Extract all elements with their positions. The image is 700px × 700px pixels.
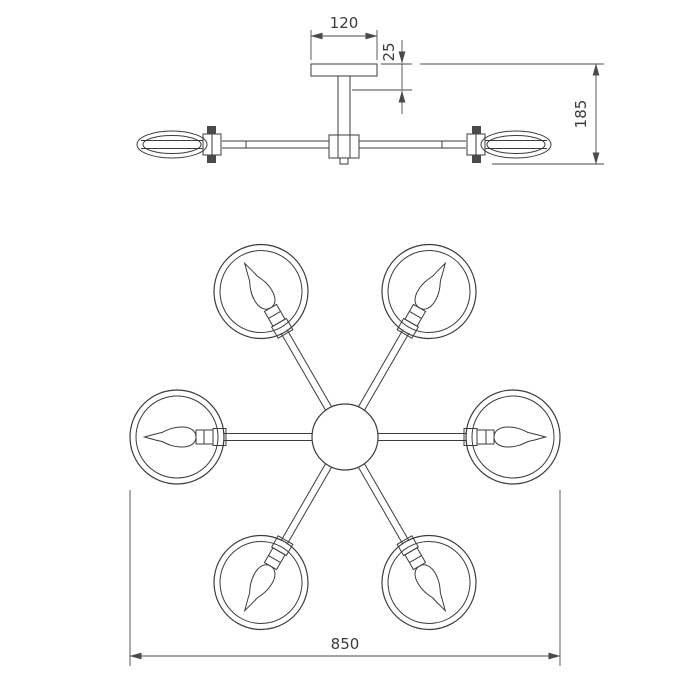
right-arm: [359, 140, 466, 149]
center-hub: [311, 403, 379, 471]
left-shade-side: [136, 126, 222, 163]
plan-arm-unit: [320, 441, 494, 648]
plan-arm-unit: [196, 226, 370, 433]
plan-arm-unit: [196, 441, 370, 648]
plan-arm-unit: [320, 226, 494, 433]
stem: [337, 75, 351, 136]
dim-total-diameter-label: 850: [331, 635, 360, 653]
dimension-plate-width: 120: [310, 14, 378, 60]
shade-screw: [472, 126, 481, 134]
central-body: [328, 134, 360, 165]
right-shade-side: [466, 126, 552, 163]
plan-arm-unit: [129, 389, 313, 485]
shade-screw: [472, 155, 481, 163]
plan-view: 850: [129, 226, 561, 666]
side-elevation-view: 120 25 185: [136, 14, 604, 165]
shade-screw: [207, 155, 216, 163]
dim-plate-width-label: 120: [330, 14, 359, 32]
dimension-total-height: 185: [420, 63, 604, 165]
plan-arm-unit: [377, 389, 561, 485]
left-arm: [222, 140, 329, 149]
dim-total-height-label: 185: [572, 100, 590, 129]
dim-canopy-height-label: 25: [380, 42, 398, 61]
ceiling-plate: [310, 63, 378, 77]
dimension-canopy-height: 25: [352, 40, 412, 114]
dimension-total-diameter: 850: [129, 490, 561, 666]
shade-screw: [207, 126, 216, 134]
